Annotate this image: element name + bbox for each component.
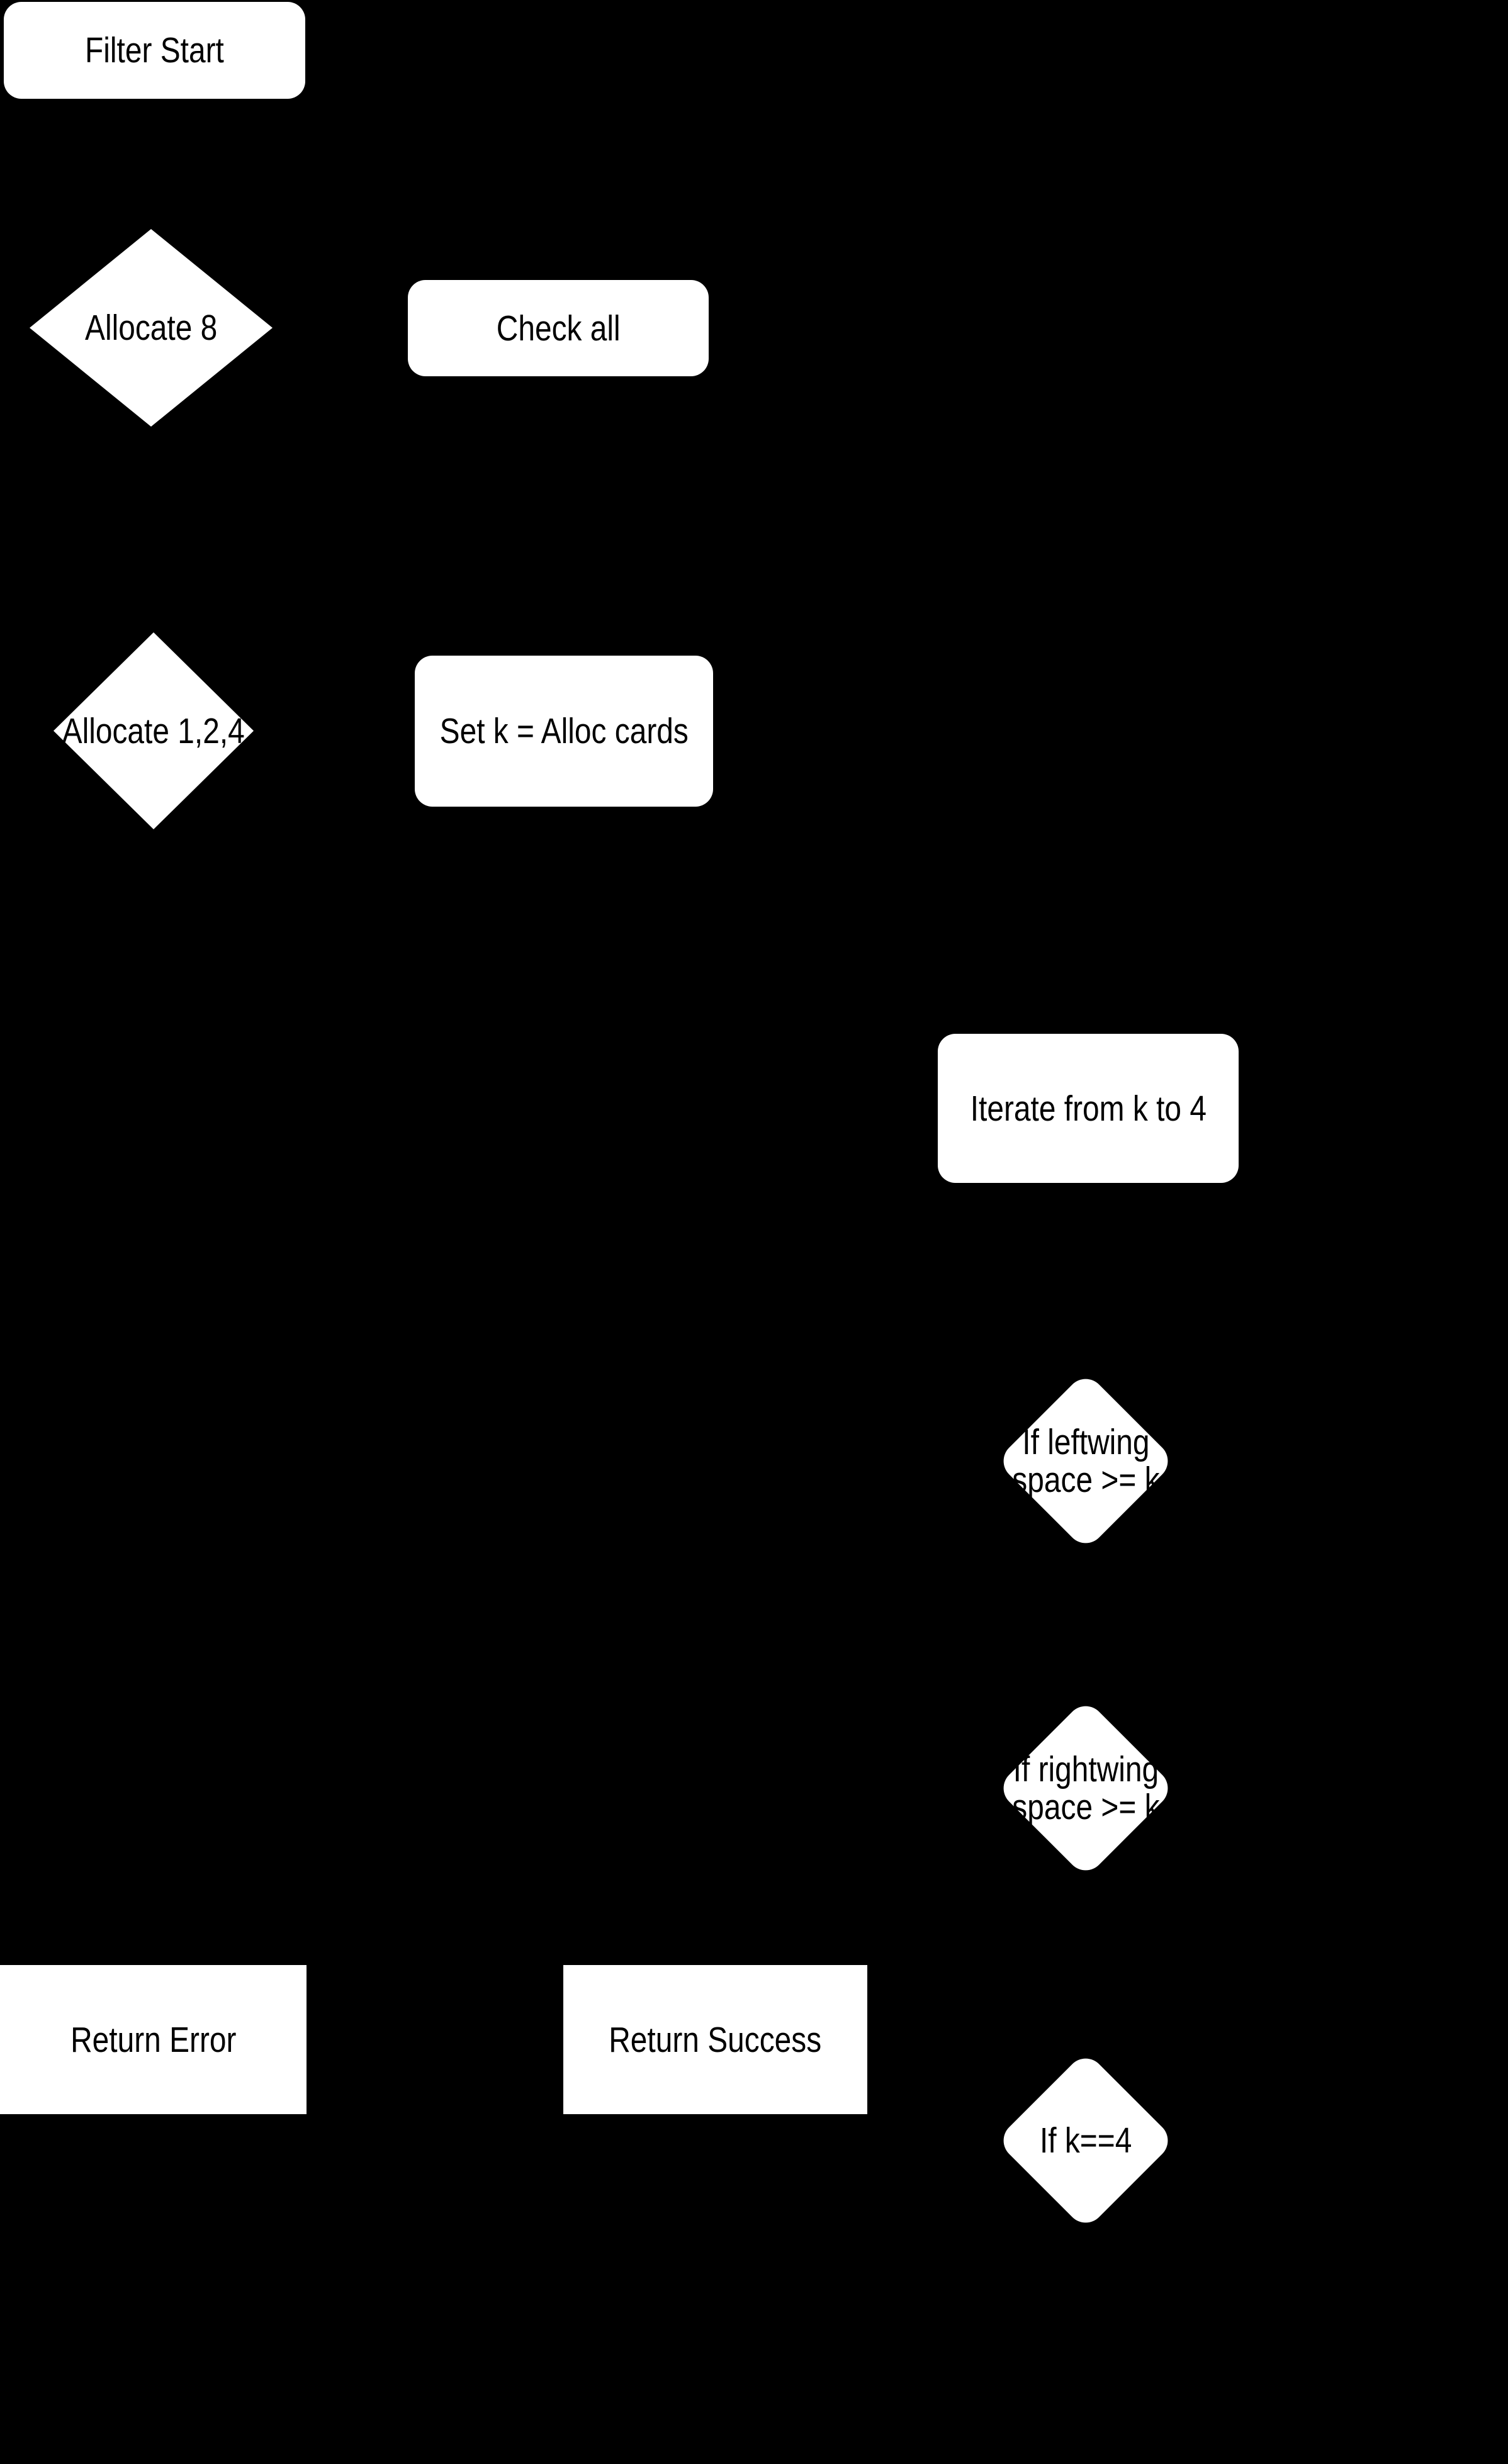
label-line-1: If rightwing xyxy=(1013,1749,1159,1789)
node-if-k-equals-4-label: If k==4 xyxy=(1039,2120,1132,2161)
node-check-all: Check all xyxy=(408,280,709,376)
node-if-rightwing-label: If rightwing space >= k xyxy=(1012,1750,1159,1826)
node-set-k: Set k = Alloc cards xyxy=(415,656,713,807)
node-return-error-label: Return Error xyxy=(70,2019,237,2060)
node-if-leftwing-label: If leftwing space >= k xyxy=(1012,1423,1159,1499)
node-set-k-label: Set k = Alloc cards xyxy=(439,711,689,751)
label-line-2: space >= k xyxy=(1011,1787,1160,1827)
node-if-k-equals-4: If k==4 xyxy=(996,2051,1176,2231)
node-iterate-k-to-4-label: Iterate from k to 4 xyxy=(970,1088,1207,1129)
node-allocate-1-2-4: Allocate 1,2,4 xyxy=(53,632,254,829)
node-filter-start-label: Filter Start xyxy=(85,30,224,70)
label-line-2: space >= k xyxy=(1011,1460,1160,1500)
node-if-rightwing: If rightwing space >= k xyxy=(996,1698,1176,1878)
node-if-leftwing: If leftwing space >= k xyxy=(996,1371,1176,1551)
node-iterate-k-to-4: Iterate from k to 4 xyxy=(938,1034,1239,1183)
node-return-success-label: Return Success xyxy=(609,2019,822,2060)
node-allocate-8-label: Allocate 8 xyxy=(84,308,218,348)
node-return-success: Return Success xyxy=(563,1965,867,2114)
node-filter-start: Filter Start xyxy=(4,2,305,99)
node-return-error: Return Error xyxy=(0,1965,307,2114)
label-line-1: If leftwing xyxy=(1021,1422,1150,1462)
node-allocate-1-2-4-label: Allocate 1,2,4 xyxy=(62,710,245,751)
node-allocate-8: Allocate 8 xyxy=(30,229,273,427)
node-check-all-label: Check all xyxy=(496,308,621,349)
